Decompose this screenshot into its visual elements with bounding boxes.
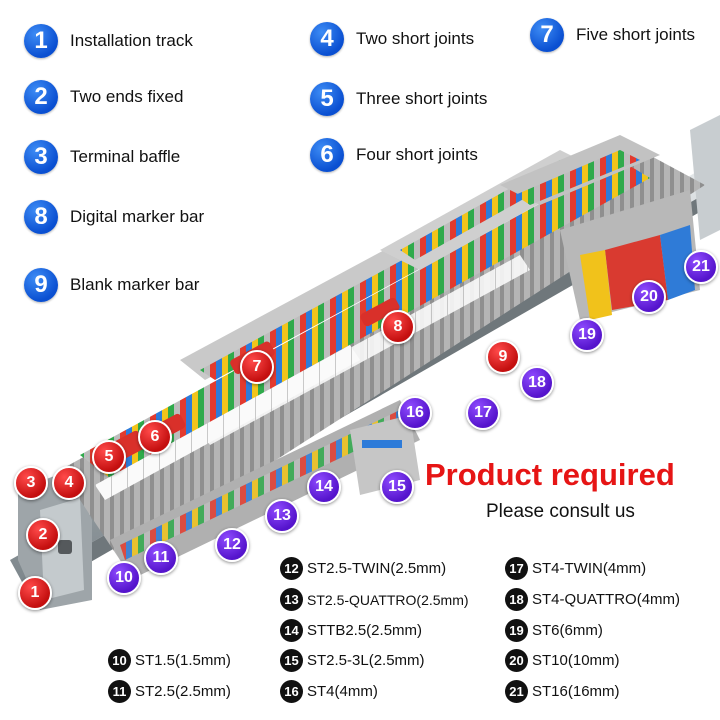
spec-text: ST2.5-3L(2.5mm) — [307, 652, 425, 669]
callout-installation-track: 1 — [18, 576, 52, 610]
legend-item-three-short-joints: 5 Three short joints — [310, 82, 487, 116]
spec-text: ST6(6mm) — [532, 622, 603, 639]
spec-badge: 19 — [505, 619, 528, 642]
spec-text: ST2.5(2.5mm) — [135, 683, 231, 700]
spec-text: ST4-QUATTRO(4mm) — [532, 591, 681, 608]
callout-st4-quattro: 18 — [520, 366, 554, 400]
legend-badge: 3 — [24, 140, 58, 174]
callout-two-ends-fixed: 2 — [26, 518, 60, 552]
callout-st1-5: 10 — [107, 561, 141, 595]
callout-st2-5-3l: 15 — [380, 470, 414, 504]
spec-item: 12 ST2.5-TWIN(2.5mm) — [280, 557, 446, 580]
callout-five-short-joints: 7 — [240, 350, 274, 384]
callout-st4: 16 — [398, 396, 432, 430]
callout-st2-5: 11 — [144, 541, 178, 575]
spec-text: ST1.5(1.5mm) — [135, 652, 231, 669]
legend-badge: 8 — [24, 200, 58, 234]
spec-item: 19 ST6(6mm) — [505, 619, 603, 642]
legend-badge: 2 — [24, 80, 58, 114]
spec-text: STTB2.5(2.5mm) — [307, 622, 423, 639]
legend-label: Terminal baffle — [70, 147, 181, 166]
callout-st2-5-twin: 12 — [215, 528, 249, 562]
callout-terminal-baffle: 3 — [14, 466, 48, 500]
callout-digital-marker-bar: 8 — [381, 310, 415, 344]
spec-item: 10 ST1.5(1.5mm) — [108, 649, 231, 672]
callout-blank-marker-bar: 9 — [486, 340, 520, 374]
legend-badge: 4 — [310, 22, 344, 56]
legend-label: Installation track — [70, 31, 193, 50]
spec-item: 17 ST4-TWIN(4mm) — [505, 557, 646, 580]
spec-item: 20 ST10(10mm) — [505, 649, 620, 672]
spec-item: 18 ST4-QUATTRO(4mm) — [505, 588, 680, 611]
callout-sttb2-5: 14 — [307, 470, 341, 504]
spec-item: 13 ST2.5-QUATTRO(2.5mm) — [280, 588, 469, 611]
legend-label: Two short joints — [356, 29, 475, 48]
legend-label: Three short joints — [356, 89, 488, 108]
product-required-headline: Product required — [425, 457, 675, 492]
spec-badge: 17 — [505, 557, 528, 580]
spec-badge: 14 — [280, 619, 303, 642]
legend-item-digital-marker-bar: 8 Digital marker bar — [24, 200, 204, 234]
legend-item-two-ends-fixed: 2 Two ends fixed — [24, 80, 183, 114]
spec-badge: 21 — [505, 680, 528, 703]
legend-badge: 1 — [24, 24, 58, 58]
spec-text: ST16(16mm) — [532, 683, 620, 700]
spec-text: ST4(4mm) — [307, 683, 378, 700]
spec-text: ST2.5-TWIN(2.5mm) — [307, 560, 447, 577]
legend-badge: 7 — [530, 18, 564, 52]
callout-two-short-joints: 4 — [52, 466, 86, 500]
please-consult-text: Please consult us — [486, 501, 635, 522]
callout-st6: 19 — [570, 318, 604, 352]
spec-badge: 15 — [280, 649, 303, 672]
spec-item: 15 ST2.5-3L(2.5mm) — [280, 649, 425, 672]
spec-item: 14 STTB2.5(2.5mm) — [280, 619, 422, 642]
legend-item-installation-track: 1 Installation track — [24, 24, 193, 58]
legend-item-five-short-joints: 7 Five short joints — [530, 18, 695, 52]
legend-item-two-short-joints: 4 Two short joints — [310, 22, 474, 56]
spec-text: ST4-TWIN(4mm) — [532, 560, 647, 577]
spec-item: 21 ST16(16mm) — [505, 680, 620, 703]
spec-text: ST10(10mm) — [532, 652, 620, 669]
terminal-blocks — [60, 135, 705, 580]
spec-text: ST2.5-QUATTRO(2.5mm) — [307, 591, 469, 608]
callout-four-short-joints: 6 — [138, 420, 172, 454]
spec-badge: 12 — [280, 557, 303, 580]
spec-badge: 11 — [108, 680, 131, 703]
spec-item: 11 ST2.5(2.5mm) — [108, 680, 231, 703]
spec-badge: 20 — [505, 649, 528, 672]
legend-label: Blank marker bar — [70, 275, 200, 294]
legend-badge: 5 — [310, 82, 344, 116]
spec-badge: 13 — [280, 588, 303, 611]
callout-st10: 20 — [632, 280, 666, 314]
callout-st2-5-quattro: 13 — [265, 499, 299, 533]
callout-st16: 21 — [684, 250, 718, 284]
callout-three-short-joints: 5 — [92, 440, 126, 474]
legend-label: Four short joints — [356, 145, 478, 164]
spec-badge: 18 — [505, 588, 528, 611]
spec-item: 16 ST4(4mm) — [280, 680, 378, 703]
spec-badge: 10 — [108, 649, 131, 672]
legend-badge: 9 — [24, 268, 58, 302]
spec-badge: 16 — [280, 680, 303, 703]
callout-st4-twin: 17 — [466, 396, 500, 430]
legend-item-four-short-joints: 6 Four short joints — [310, 138, 478, 172]
legend-item-terminal-baffle: 3 Terminal baffle — [24, 140, 180, 174]
legend-label: Two ends fixed — [70, 87, 184, 106]
legend-label: Digital marker bar — [70, 207, 205, 226]
legend-label: Five short joints — [576, 25, 696, 44]
legend-badge: 6 — [310, 138, 344, 172]
legend-item-blank-marker-bar: 9 Blank marker bar — [24, 268, 199, 302]
